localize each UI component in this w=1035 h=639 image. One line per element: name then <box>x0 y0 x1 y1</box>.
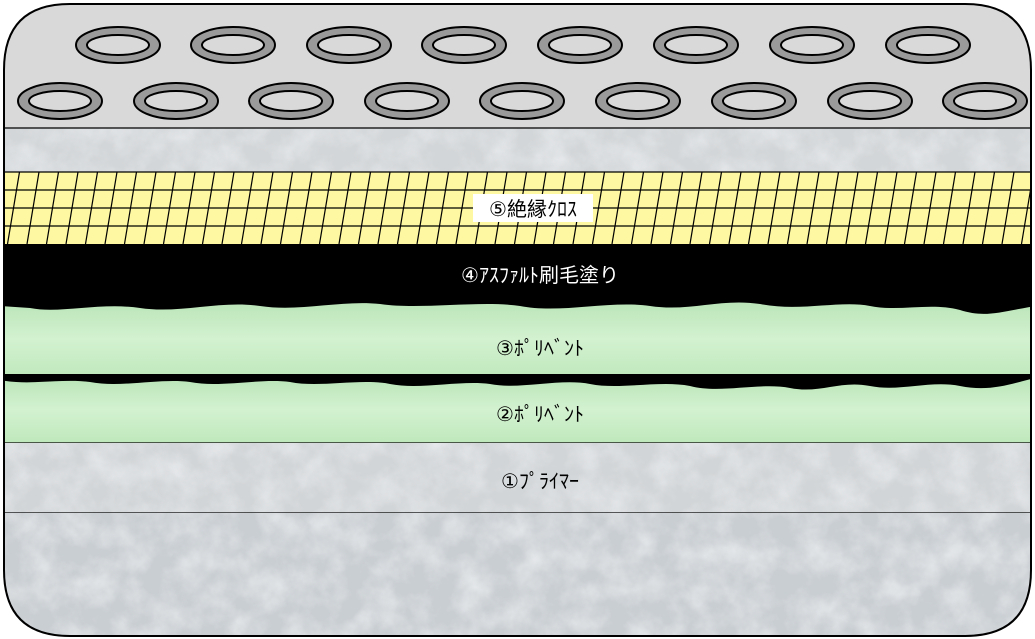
polyvent-upper-layer <box>4 300 1031 378</box>
conduit-pipe-bore <box>780 34 844 56</box>
upper-concrete <box>4 128 1031 172</box>
primer-layer <box>4 443 1031 514</box>
conduit-pipe-bore <box>201 34 265 56</box>
conduit-pipe-bore <box>86 34 150 56</box>
conduit-pipe-bore <box>432 34 496 56</box>
asphalt-layer <box>4 244 1031 302</box>
conduit-pipe-bore <box>606 90 670 112</box>
conduit-pipe-bore <box>490 90 554 112</box>
conduit-pipe-bore <box>664 34 728 56</box>
label-polyvent-upper: ③ﾎﾟﾘﾍﾞﾝﾄ <box>496 336 584 360</box>
conduit-pipe-bore <box>144 90 208 112</box>
conduit-pipe-bore <box>548 34 612 56</box>
conduit-pipe-bore <box>838 90 902 112</box>
conduit-pipe-bore <box>375 90 439 112</box>
label-insulation-cloth: ⑤絶縁ｸﾛｽ <box>489 197 577 221</box>
label-polyvent-lower: ②ﾎﾟﾘﾍﾞﾝﾄ <box>496 402 584 426</box>
conduit-pipe-bore <box>953 90 1017 112</box>
outer-border <box>3 3 1032 637</box>
conduit-pipes <box>17 26 1028 120</box>
label-asphalt: ④ｱｽﾌｧﾙﾄ刷毛塗り <box>461 263 619 287</box>
conduit-pipe-bore <box>896 34 960 56</box>
conduit-pipe-bore <box>28 90 92 112</box>
base-concrete <box>4 513 1031 636</box>
insulation-cloth-label-bg <box>473 194 593 222</box>
conduit-pipe-bore <box>722 90 786 112</box>
conduit-pipe-bore <box>259 90 323 112</box>
conduit-pipe-bore <box>317 34 381 56</box>
label-primer: ①ﾌﾟﾗｲﾏｰ <box>501 469 579 493</box>
